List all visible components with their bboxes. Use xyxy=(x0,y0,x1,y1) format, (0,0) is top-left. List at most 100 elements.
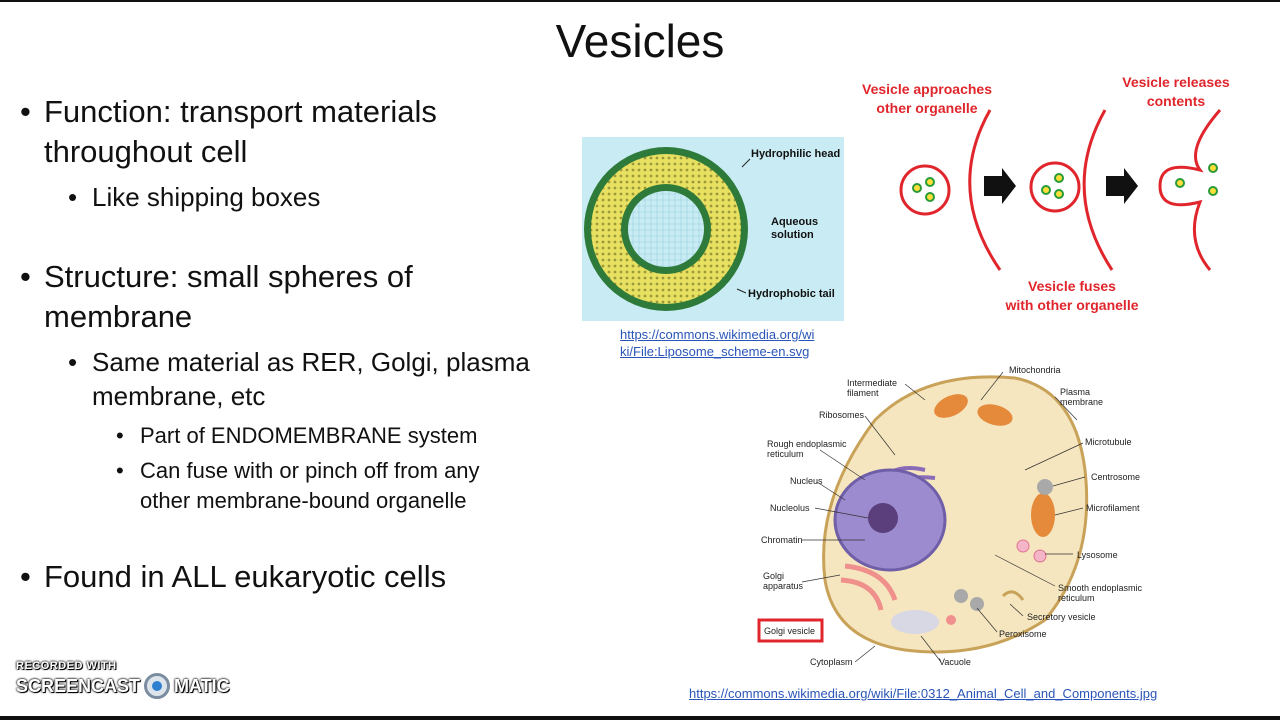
label-intermediate-filament-2: filament xyxy=(847,388,879,398)
label-cytoplasm: Cytoplasm xyxy=(810,657,853,667)
bullet-structure-line2: membrane xyxy=(44,299,193,334)
cargo-particle xyxy=(1208,186,1218,196)
label-secretory-vesicle: Secretory vesicle xyxy=(1027,612,1096,622)
subbullet-shipping-text: Like shipping boxes xyxy=(92,182,321,212)
label-smooth-er-1: Smooth endoplasmic xyxy=(1058,583,1143,593)
liposome-link-line1: https://commons.wikimedia.org/wi xyxy=(620,327,815,342)
mitochondrion xyxy=(934,394,968,418)
subsub-fuse-line1: Can fuse with or pinch off from any xyxy=(140,458,480,483)
bullet-found: • Found in ALL eukaryotic cells xyxy=(20,557,446,597)
secretory-vesicle xyxy=(1001,590,1025,601)
label-nucleus: Nucleus xyxy=(790,476,823,486)
centrosome xyxy=(1037,479,1053,495)
cargo-particle xyxy=(925,177,935,187)
bullet-dot: • xyxy=(68,182,78,212)
leader-lines xyxy=(801,371,1086,663)
bullet-dot: • xyxy=(116,423,124,448)
subsub-endomembrane-text: Part of ENDOMEMBRANE system xyxy=(140,423,478,448)
label-microfilament: Microfilament xyxy=(1086,503,1140,513)
subsub-fuse-line2: other membrane-bound organelle xyxy=(140,488,467,513)
vesicle-stage-1 xyxy=(899,164,951,216)
bullet-found-text: Found in ALL eukaryotic cells xyxy=(44,559,447,594)
bullet-function-line1: Function: transport materials xyxy=(44,94,437,129)
subbullet-material: • Same material as RER, Golgi, plasma me… xyxy=(68,345,530,413)
golgi-apparatus xyxy=(844,563,898,601)
golgi-vesicle-highlight xyxy=(757,618,824,643)
cargo-particle xyxy=(1175,178,1185,188)
label-golgi-1: Golgi xyxy=(763,571,784,581)
label-mitochondria: Mitochondria xyxy=(1009,365,1061,375)
lysosome xyxy=(1033,549,1047,563)
label-fuses-2: with other organelle xyxy=(1004,297,1138,313)
label-centrosome: Centrosome xyxy=(1091,472,1140,482)
label-microtubule: Microtubule xyxy=(1085,437,1132,447)
bullet-dot: • xyxy=(20,259,31,294)
label-releases-1: Vesicle releases xyxy=(1122,74,1230,90)
membrane-stage-1 xyxy=(968,109,1002,271)
liposome-link-line2: ki/File:Liposome_scheme-en.svg xyxy=(620,344,810,359)
label-plasma-membrane-1: Plasma xyxy=(1060,387,1090,397)
screencast-watermark: RECORDED WITH SCREENCAST MATIC xyxy=(16,660,230,699)
label-golgi-vesicle: Golgi vesicle xyxy=(764,626,815,636)
label-hydrophobic-tail: Hydrophobic tail xyxy=(748,288,835,300)
label-lysosome: Lysosome xyxy=(1077,550,1118,560)
vesicle-dot xyxy=(946,615,956,625)
label-ribosomes: Ribosomes xyxy=(819,410,865,420)
vesicle-stage-2 xyxy=(1029,161,1081,213)
subbullet-material-line2: membrane, etc xyxy=(92,381,266,411)
liposome-diagram: Hydrophilic head Aqueous solution Hydrop… xyxy=(582,137,844,321)
bullet-dot: • xyxy=(20,94,31,129)
bullet-function-line2: throughout cell xyxy=(44,134,248,169)
bullet-dot: • xyxy=(116,458,124,483)
membrane-stage-3 xyxy=(1158,109,1222,271)
bullet-structure-line1: Structure: small spheres of xyxy=(44,259,413,294)
bullet-function: • Function: transport materials througho… xyxy=(20,92,437,172)
label-fuses-1: Vesicle fuses xyxy=(1028,278,1116,294)
label-golgi-2: apparatus xyxy=(763,581,804,591)
arrow-2 xyxy=(1106,168,1138,204)
label-nucleolus: Nucleolus xyxy=(770,503,810,513)
cargo-particle xyxy=(1054,189,1064,199)
golgi-apparatus xyxy=(840,577,884,611)
vacuole xyxy=(891,610,939,634)
watermark-line1: RECORDED WITH xyxy=(16,660,117,672)
label-intermediate-filament-1: Intermediate xyxy=(847,378,897,388)
bullet-dot: • xyxy=(20,559,31,594)
arrow-1 xyxy=(984,168,1016,204)
peroxisome xyxy=(954,589,968,603)
label-releases-2: contents xyxy=(1147,93,1206,109)
label-solution: solution xyxy=(771,229,814,241)
cargo-particle xyxy=(1041,185,1051,195)
bullet-dot: • xyxy=(68,347,78,377)
subsub-fuse: • Can fuse with or pinch off from any ot… xyxy=(116,456,480,516)
label-chromatin: Chromatin xyxy=(761,535,803,545)
slide-title: Vesicles xyxy=(555,15,725,67)
subsub-endomembrane: • Part of ENDOMEMBRANE system xyxy=(116,421,477,451)
cargo-particle xyxy=(912,183,922,193)
cargo-particle xyxy=(925,192,935,202)
watermark-matic: MATIC xyxy=(174,675,230,696)
label-aqueous: Aqueous xyxy=(771,216,818,228)
fusion-diagram: Vesicle approaches other organelle Vesic… xyxy=(862,74,1230,313)
cargo-particle xyxy=(1054,173,1064,183)
cargo-particle xyxy=(1208,163,1218,173)
label-peroxisome: Peroxisome xyxy=(999,629,1047,639)
animal-cell-diagram: Intermediate filament Ribosomes Rough en… xyxy=(757,365,1143,667)
label-approaches-1: Vesicle approaches xyxy=(862,81,992,97)
membrane-stage-2 xyxy=(1082,109,1114,271)
label-rough-er-2: reticulum xyxy=(767,449,804,459)
cell-source-link[interactable]: https://commons.wikimedia.org/wiki/File:… xyxy=(689,686,1158,701)
subbullet-material-line1: Same material as RER, Golgi, plasma xyxy=(92,347,530,377)
nucleolus xyxy=(868,503,898,533)
peroxisome xyxy=(970,597,984,611)
mitochondrion xyxy=(1031,493,1055,537)
mitochondrion xyxy=(977,404,1013,426)
bullet-structure: • Structure: small spheres of membrane xyxy=(20,257,413,337)
liposome-source-link[interactable]: https://commons.wikimedia.org/wi ki/File… xyxy=(620,326,814,360)
subbullet-shipping: • Like shipping boxes xyxy=(68,180,320,214)
watermark-screencast: SCREENCAST xyxy=(16,675,141,696)
screencast-logo-icon xyxy=(144,673,171,699)
label-approaches-2: other organelle xyxy=(876,100,977,116)
label-vacuole: Vacuole xyxy=(939,657,971,667)
